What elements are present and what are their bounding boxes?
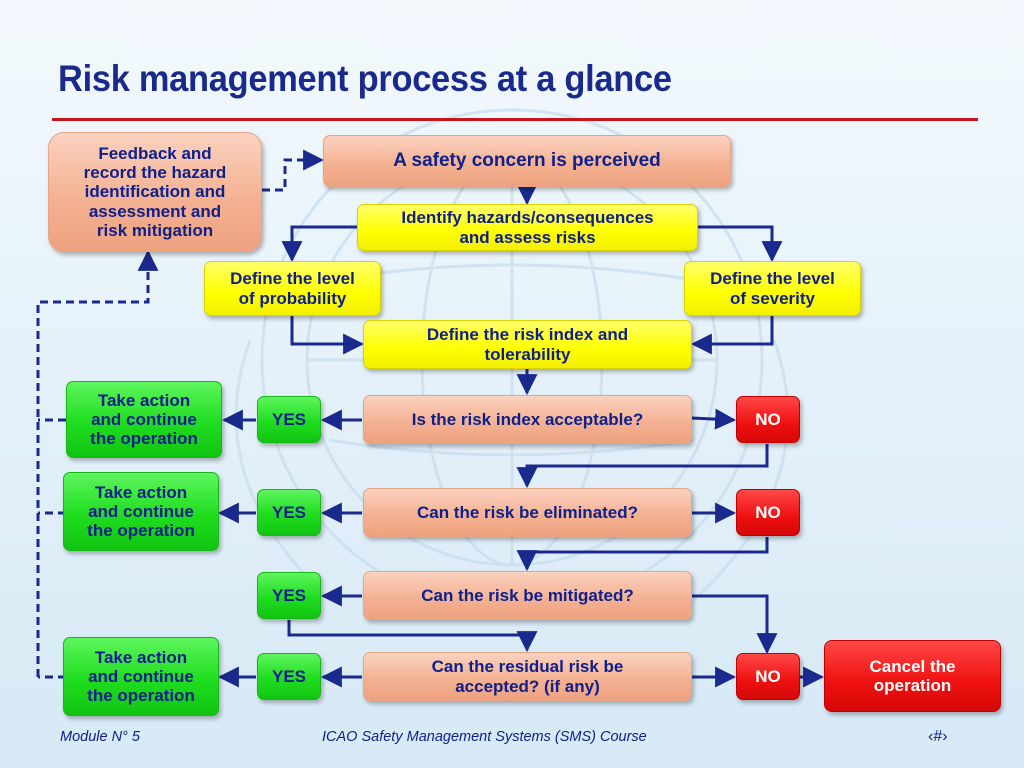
arrow-severity-to-risk-index xyxy=(690,316,774,355)
no-box-2: NO xyxy=(736,489,800,536)
cancel-operation-label: Cancel the operation xyxy=(869,656,956,695)
probability-label: Define the level of probability xyxy=(230,269,355,308)
question-eliminated-box: Can the risk be eliminated? xyxy=(363,488,692,537)
question-mitigated-label: Can the risk be mitigated? xyxy=(421,585,634,605)
yes-label-3: YES xyxy=(271,585,307,605)
arrow-no-2-to-q3 xyxy=(516,537,769,572)
question-mitigated-box: Can the risk be mitigated? xyxy=(363,571,692,620)
feedback-box: Feedback and record the hazard identific… xyxy=(48,132,262,252)
take-action-label-2: Take action and continue the operation xyxy=(87,482,195,541)
take-action-label-1: Take action and continue the operation xyxy=(90,390,198,449)
question-residual-label: Can the residual risk be accepted? (if a… xyxy=(431,657,624,696)
risk-index-label: Define the risk index and tolerability xyxy=(426,325,629,364)
risk-index-box: Define the risk index and tolerability xyxy=(363,320,692,369)
arrow-yes-3-to-q4 xyxy=(287,620,538,653)
take-action-box-3: Take action and continue the operation xyxy=(63,637,219,716)
arrow-probability-to-risk-index xyxy=(290,316,365,355)
dashed-feedback-to-concern xyxy=(262,149,325,192)
arrow-identify-to-severity xyxy=(698,225,783,263)
yes-box-2: YES xyxy=(257,489,321,536)
safety-concern-box: A safety concern is perceived xyxy=(323,135,731,187)
yes-label-2: YES xyxy=(271,502,307,522)
take-action-box-1: Take action and continue the operation xyxy=(66,381,222,458)
question-residual-box: Can the residual risk be accepted? (if a… xyxy=(363,652,692,701)
safety-concern-label: A safety concern is perceived xyxy=(393,150,661,172)
severity-box: Define the level of severity xyxy=(684,261,861,316)
slide-title: Risk management process at a glance xyxy=(58,58,672,99)
cancel-operation-box: Cancel the operation xyxy=(824,640,1001,712)
arrow-identify-to-probability xyxy=(281,225,357,263)
arrow-q3-to-no-3 xyxy=(692,594,778,655)
no-label-3: NO xyxy=(755,666,781,686)
footer-module: Module N° 5 xyxy=(60,729,140,745)
title-divider-line xyxy=(52,118,978,121)
arrow-q1-to-no xyxy=(691,408,737,430)
arrow-no-1-to-q2 xyxy=(516,444,769,489)
take-action-box-2: Take action and continue the operation xyxy=(63,472,219,551)
feedback-box-label: Feedback and record the hazard identific… xyxy=(83,144,227,240)
yes-label-1: YES xyxy=(271,409,307,429)
take-action-label-3: Take action and continue the operation xyxy=(87,647,195,706)
identify-hazards-box: Identify hazards/consequences and assess… xyxy=(357,204,698,251)
yes-box-3: YES xyxy=(257,572,321,619)
no-box-3: NO xyxy=(736,653,800,700)
identify-hazards-label: Identify hazards/consequences and assess… xyxy=(401,208,654,247)
no-label-2: NO xyxy=(755,502,781,522)
yes-box-1: YES xyxy=(257,396,321,443)
dashed-loop-vertical xyxy=(36,249,159,677)
no-box-1: NO xyxy=(736,396,800,443)
yes-box-4: YES xyxy=(257,653,321,700)
no-label-1: NO xyxy=(755,409,781,429)
question-acceptable-box: Is the risk index acceptable? xyxy=(363,395,692,444)
yes-label-4: YES xyxy=(271,666,307,686)
question-eliminated-label: Can the risk be eliminated? xyxy=(416,502,639,522)
question-acceptable-label: Is the risk index acceptable? xyxy=(411,409,644,429)
footer-page-number: ‹#› xyxy=(928,728,948,745)
severity-label: Define the level of severity xyxy=(710,269,835,308)
probability-box: Define the level of probability xyxy=(204,261,381,316)
footer-course-title: ICAO Safety Management Systems (SMS) Cou… xyxy=(322,729,647,745)
